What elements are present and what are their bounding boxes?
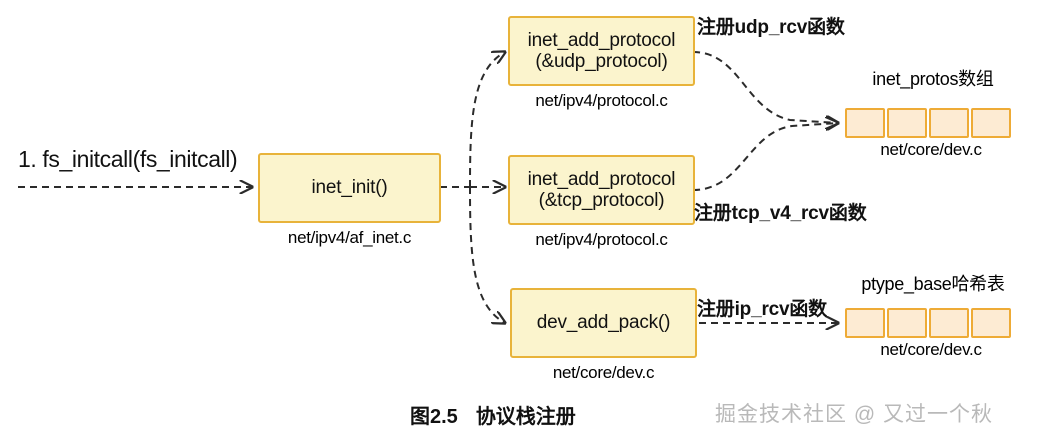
- edge-udp-to-inet-protos: [692, 51, 838, 123]
- edge-tcp-to-inet-protos: [692, 123, 838, 191]
- array-cell[interactable]: [971, 308, 1011, 338]
- array-cell[interactable]: [929, 308, 969, 338]
- node-tcp-protocol-file: net/ipv4/protocol.c: [535, 230, 668, 249]
- node-udp-protocol-file: net/ipv4/protocol.c: [535, 91, 668, 110]
- edge-inet-init-to-dev-add-pack: [469, 186, 505, 323]
- array-cell[interactable]: [971, 108, 1011, 138]
- node-tcp-protocol[interactable]: inet_add_protocol (&tcp_protocol): [508, 155, 695, 225]
- array-cell[interactable]: [845, 108, 885, 138]
- node-udp-protocol[interactable]: inet_add_protocol (&udp_protocol): [508, 16, 695, 86]
- array-inet-protos-file: net/core/dev.c: [880, 140, 982, 159]
- array-inet-protos-title: inet_protos数组: [872, 69, 994, 89]
- array-ptype-base-title: ptype_base哈希表: [861, 274, 1005, 294]
- array-ptype-base[interactable]: [845, 308, 1011, 338]
- edge-label-tcp: 注册tcp_v4_rcv函数: [694, 203, 867, 224]
- edge-label-udp: 注册udp_rcv函数: [697, 17, 845, 38]
- edge-label-ip: 注册ip_rcv函数: [697, 299, 827, 320]
- array-inet-protos[interactable]: [845, 108, 1011, 138]
- node-dev-add-pack-line1: dev_add_pack(): [536, 312, 671, 334]
- node-dev-add-pack-file: net/core/dev.c: [552, 363, 655, 382]
- array-cell[interactable]: [845, 308, 885, 338]
- figure-caption: 图2.5 协议栈注册: [410, 400, 576, 429]
- watermark: 掘金技术社区 @ 又过一个秋: [715, 403, 993, 426]
- array-ptype-base-file: net/core/dev.c: [880, 340, 982, 359]
- figure-title: 协议栈注册: [475, 406, 576, 428]
- node-inet-init-line1: inet_init(): [311, 177, 388, 199]
- array-cell[interactable]: [887, 108, 927, 138]
- figure-number: 图2.5: [410, 406, 458, 428]
- array-cell[interactable]: [929, 108, 969, 138]
- node-tcp-protocol-line2: (&tcp_protocol): [538, 190, 665, 211]
- node-udp-protocol-line2: (&udp_protocol): [535, 51, 668, 72]
- edge-inet-init-to-udp: [469, 52, 505, 188]
- node-dev-add-pack[interactable]: dev_add_pack(): [510, 288, 697, 358]
- node-inet-init[interactable]: inet_init(): [258, 153, 441, 223]
- node-inet-init-file: net/ipv4/af_inet.c: [287, 228, 412, 247]
- node-udp-protocol-line1: inet_add_protocol: [527, 29, 676, 51]
- entry-label: 1. fs_initcall(fs_initcall): [18, 146, 238, 172]
- node-tcp-protocol-line1: inet_add_protocol: [527, 168, 676, 190]
- array-cell[interactable]: [887, 308, 927, 338]
